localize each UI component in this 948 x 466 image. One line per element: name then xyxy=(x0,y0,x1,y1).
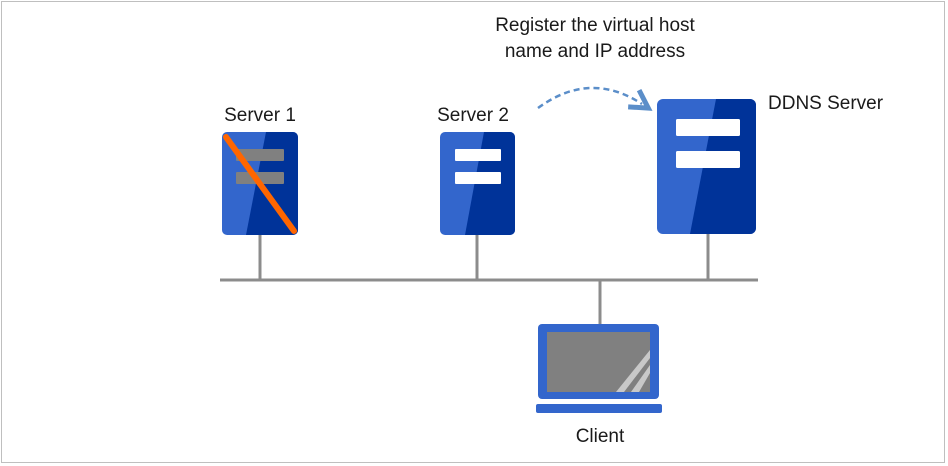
laptop-icon xyxy=(536,324,662,413)
server2-node: Server 2 xyxy=(437,105,515,235)
annotation-line2: name and IP address xyxy=(505,41,685,62)
ddns-server-icon xyxy=(657,99,756,234)
ddns-label: DDNS Server xyxy=(768,93,884,114)
ddns-node: DDNS Server xyxy=(657,93,884,234)
server2-icon xyxy=(440,132,515,235)
server1-node: Server 1 xyxy=(222,105,298,235)
annotation: Register the virtual host name and IP ad… xyxy=(495,15,695,62)
server1-icon xyxy=(222,132,298,235)
register-arrow-icon xyxy=(537,86,642,108)
server2-label: Server 2 xyxy=(437,105,509,126)
client-label: Client xyxy=(576,426,625,447)
client-node: Client xyxy=(536,324,662,447)
server1-label: Server 1 xyxy=(224,105,296,126)
network-bus xyxy=(220,234,758,324)
annotation-line1: Register the virtual host xyxy=(495,15,695,36)
failure-slash-icon xyxy=(223,134,297,234)
